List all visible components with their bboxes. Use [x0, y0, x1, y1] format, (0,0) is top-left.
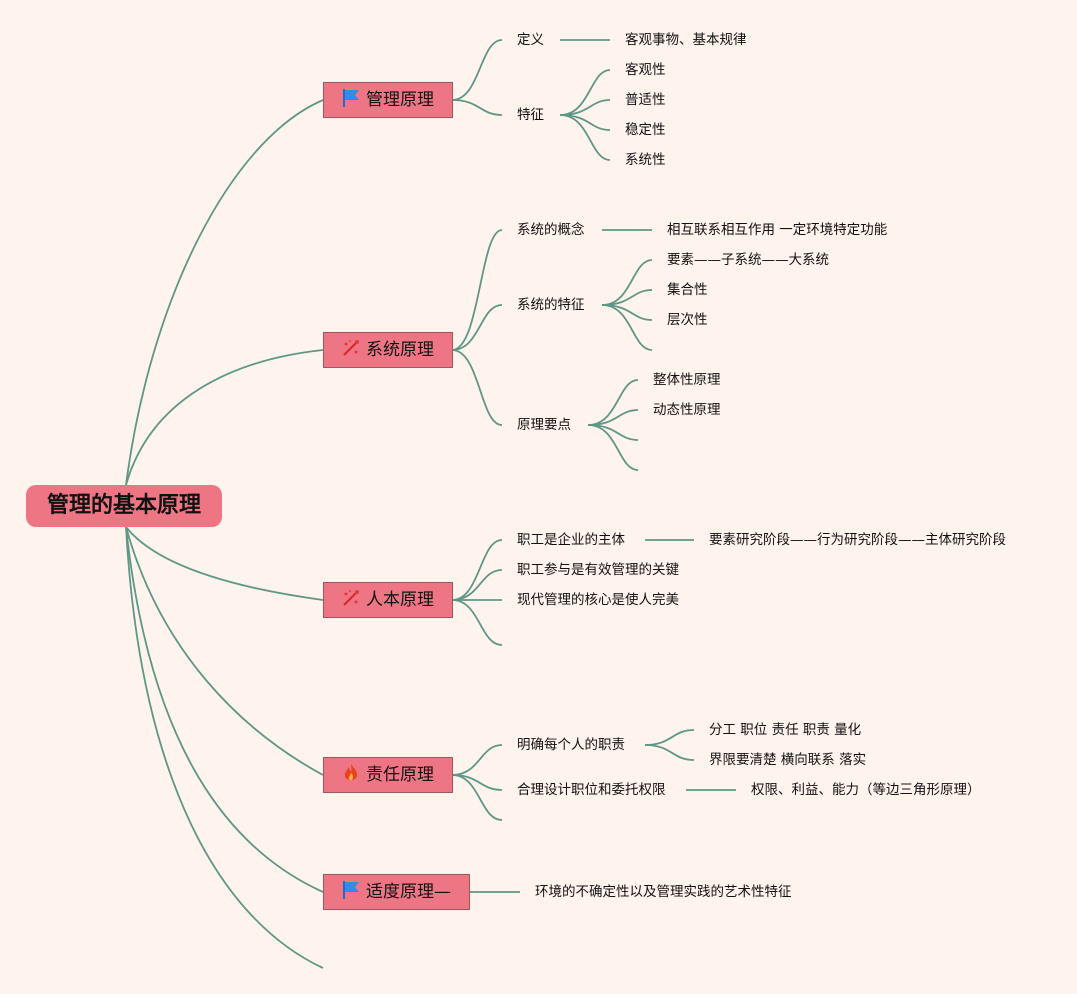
b2-point-item: 动态性原理 — [653, 402, 721, 418]
sparkle-icon — [343, 590, 359, 606]
b1-def-value: 客观事物、基本规律 — [625, 32, 747, 48]
b2-feat-item: 要素——子系统——大系统 — [667, 252, 829, 268]
b3-item: 职工参与是有效管理的关键 — [517, 562, 679, 578]
b4-design-label: 合理设计职位和委托权限 — [517, 782, 666, 798]
b2-concept-value: 相互联系相互作用 一定环境特定功能 — [667, 222, 888, 238]
b1-feat-label: 特征 — [517, 107, 544, 123]
b2-point-item: 整体性原理 — [653, 372, 721, 388]
branch-title: 管理原理 — [366, 90, 434, 110]
flag-icon — [343, 89, 359, 107]
link-root-b5 — [125, 526, 324, 893]
branch-responsibility-principle[interactable]: 责任原理 — [323, 757, 453, 793]
branch-management-principle[interactable]: 管理原理 — [323, 82, 453, 118]
b3-stage-value: 要素研究阶段——行为研究阶段——主体研究阶段 — [709, 532, 1006, 548]
sparkle-icon — [343, 340, 359, 356]
b4-duty-item: 界限要清楚 横向联系 落实 — [709, 752, 867, 768]
branch-title: 责任原理 — [366, 765, 434, 785]
branch-title: 人本原理 — [366, 590, 434, 610]
b2-feat-item: 层次性 — [667, 312, 708, 328]
flag-icon — [343, 881, 359, 899]
b1-def-label: 定义 — [517, 32, 544, 48]
fire-icon — [344, 764, 358, 781]
b1-feat-item: 系统性 — [625, 152, 666, 168]
b2-feat-item: 集合性 — [667, 282, 708, 298]
link-root-b3 — [125, 526, 324, 601]
b1-feat-item: 稳定性 — [625, 122, 666, 138]
b5-value: 环境的不确定性以及管理实践的艺术性特征 — [535, 884, 792, 900]
link-root-b1 — [125, 99, 324, 486]
b2-concept-label: 系统的概念 — [517, 222, 585, 238]
link-root-b4 — [125, 526, 324, 776]
b4-duty-label: 明确每个人的职责 — [517, 737, 625, 753]
b1-feat-item: 普适性 — [625, 92, 666, 108]
branch-title: 适度原理— — [366, 882, 451, 902]
branch-system-principle[interactable]: 系统原理 — [323, 332, 453, 368]
b3-item: 职工是企业的主体 — [517, 532, 625, 548]
branch-moderation-principle[interactable]: 适度原理— — [323, 874, 470, 910]
b1-feat-item: 客观性 — [625, 62, 666, 78]
b3-item: 现代管理的核心是使人完美 — [517, 592, 679, 608]
link-root-b2 — [125, 349, 324, 486]
b4-duty-item: 分工 职位 责任 职责 量化 — [709, 722, 862, 738]
root-node[interactable]: 管理的基本原理 — [26, 485, 222, 527]
b2-points-label: 原理要点 — [517, 417, 571, 433]
link-root-extra — [125, 526, 324, 969]
b2-feat-label: 系统的特征 — [517, 297, 585, 313]
b4-design-value: 权限、利益、能力（等边三角形原理） — [751, 782, 981, 798]
branch-human-principle[interactable]: 人本原理 — [323, 582, 453, 618]
branch-title: 系统原理 — [366, 340, 434, 360]
